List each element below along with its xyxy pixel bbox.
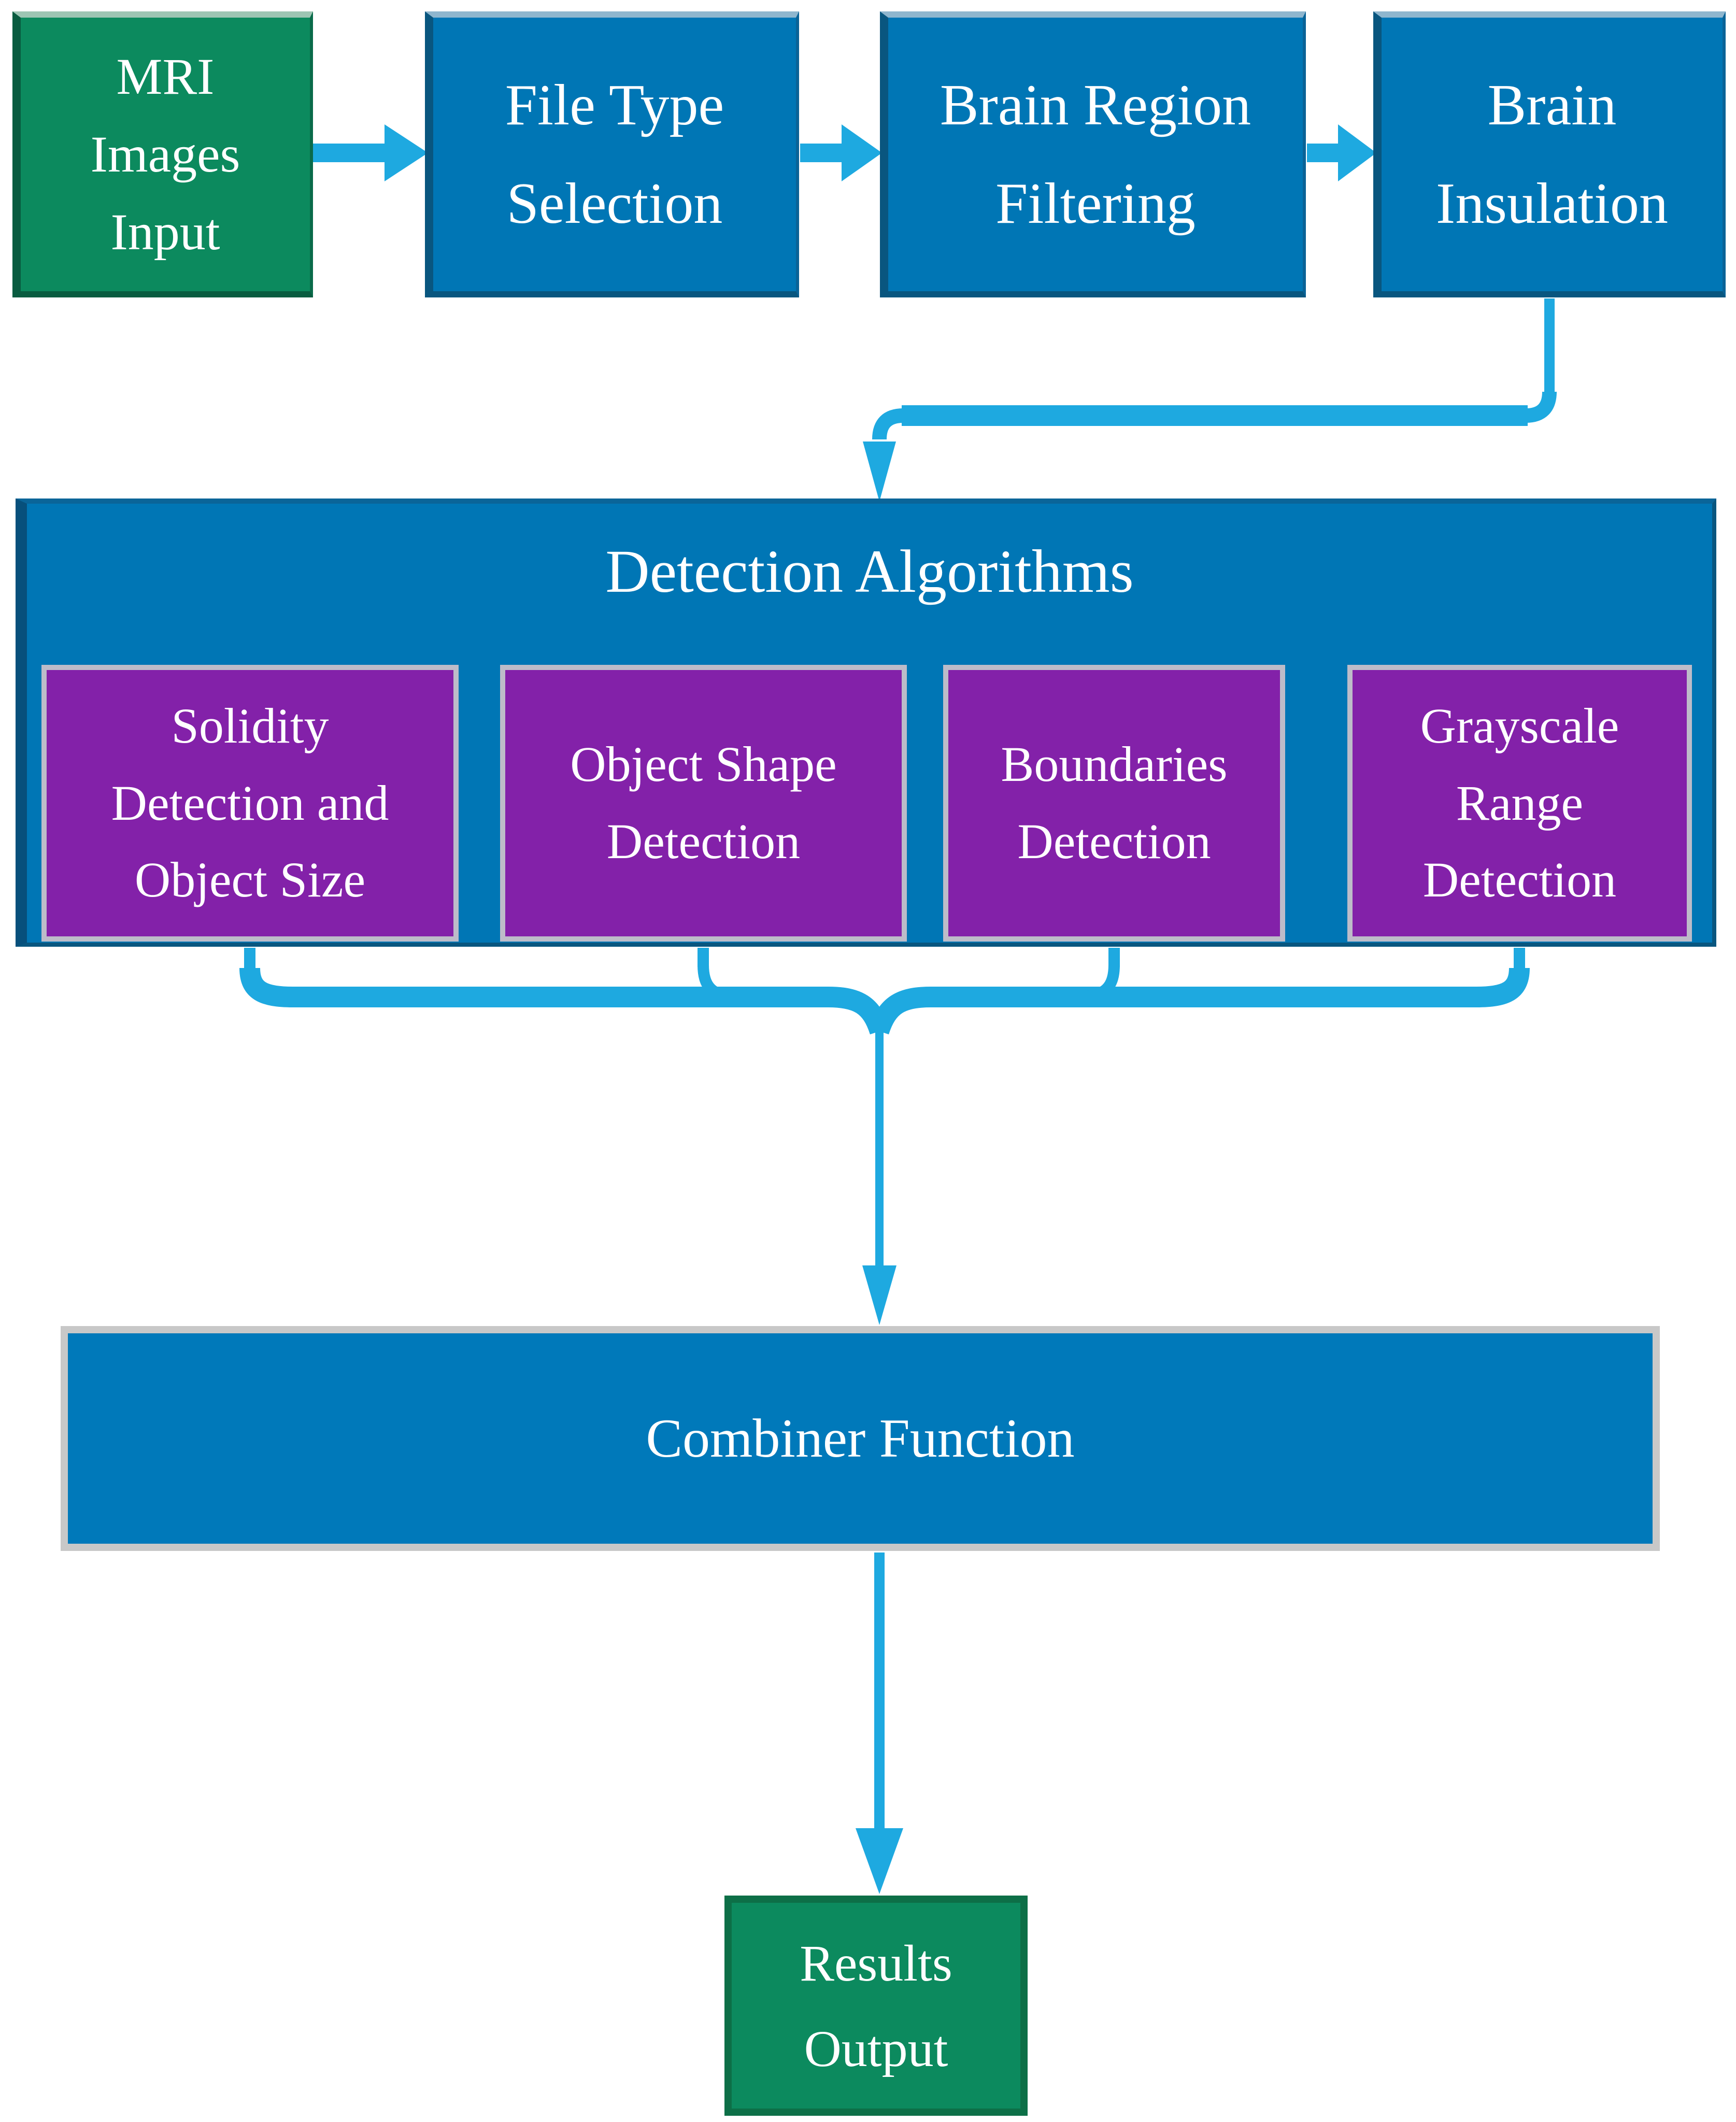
node-combiner-function-label: Combiner Function <box>646 1408 1075 1469</box>
arrowhead-filetype-to-region <box>842 124 882 181</box>
node-object-shape-label: Object Shape Detection <box>570 736 837 869</box>
node-grayscale-label: Grayscale Range Detection <box>1420 697 1619 908</box>
merge-brace-right <box>869 967 1530 1035</box>
node-grayscale-range-detection: Grayscale Range Detection <box>1347 665 1692 942</box>
arrowhead-mri-to-filetype <box>385 124 428 181</box>
node-brain-region-filtering: Brain Region Filtering <box>880 11 1306 297</box>
node-mri-images-input-label: MRI Images Input <box>90 48 240 261</box>
node-brain-insulation-label: Brain Insulation <box>1436 73 1668 236</box>
node-solidity-detection-object-size: Solidity Detection and Object Size <box>41 665 459 942</box>
node-object-shape-detection: Object Shape Detection <box>500 665 907 942</box>
node-brain-region-filtering-label: Brain Region Filtering <box>940 73 1251 236</box>
merge-brace-left <box>239 967 890 1035</box>
node-mri-images-input: MRI Images Input <box>12 11 313 297</box>
node-boundaries-detection: Boundaries Detection <box>943 665 1285 942</box>
node-boundaries-label: Boundaries Detection <box>1001 736 1228 869</box>
node-solidity-label: Solidity Detection and Object Size <box>111 697 389 908</box>
arrowhead-into-detection <box>863 442 896 502</box>
node-combiner-function: Combiner Function <box>61 1326 1660 1551</box>
node-brain-insulation: Brain Insulation <box>1373 11 1726 297</box>
node-results-output: Results Output <box>724 1896 1028 2116</box>
node-file-type-selection: File Type Selection <box>425 11 799 297</box>
node-file-type-selection-label: File Type Selection <box>505 73 724 236</box>
merge-curve-object-shape <box>698 964 741 1003</box>
merge-curve-boundaries <box>1077 964 1120 1003</box>
detection-algorithms-title: Detection Algorithms <box>605 537 1134 605</box>
connector-insulation-curve-left <box>872 408 904 440</box>
arrowhead-into-results <box>856 1828 903 1894</box>
arrowhead-region-to-insulation <box>1338 124 1376 181</box>
arrowhead-into-combiner <box>862 1265 897 1325</box>
connector-insulation-curve-right <box>1525 391 1557 423</box>
node-results-output-label: Results Output <box>800 1934 952 2077</box>
